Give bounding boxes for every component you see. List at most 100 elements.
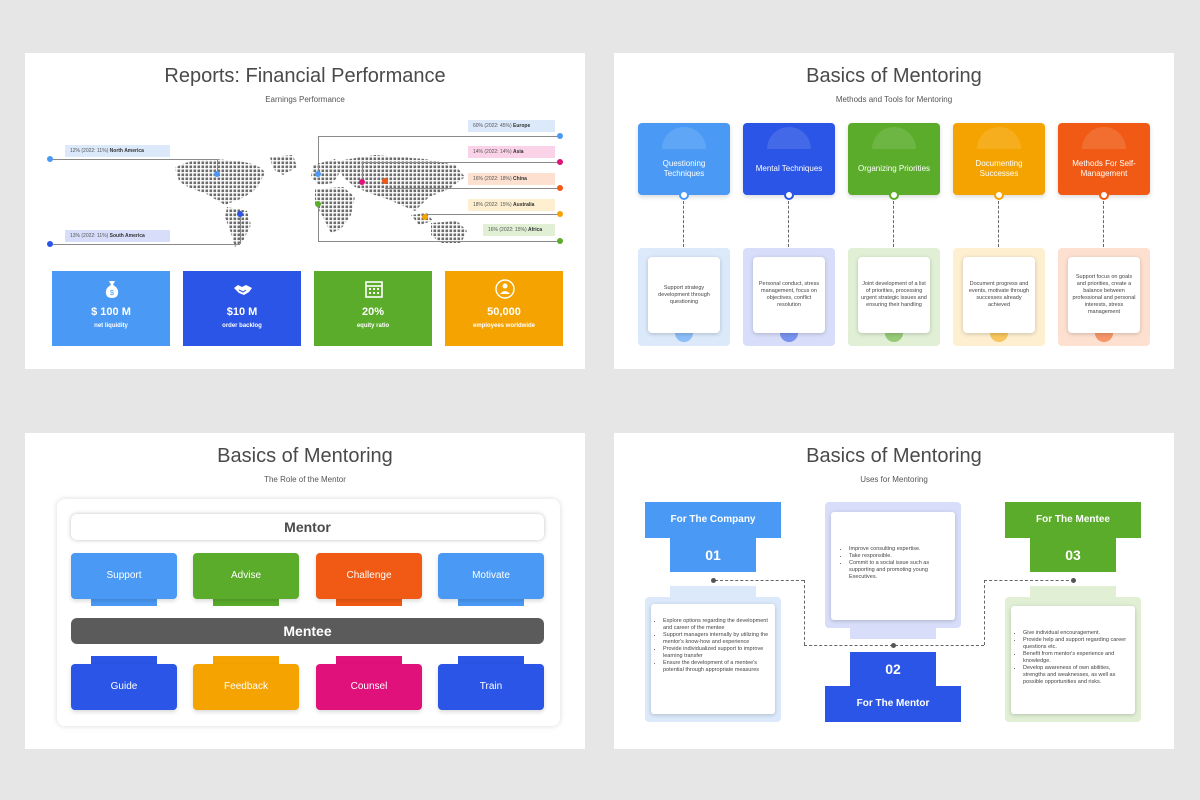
- bullet-item: Benefit from mentor's experience and kno…: [1023, 651, 1131, 665]
- role-tile-train: Train: [438, 664, 544, 710]
- region-dot: [557, 159, 563, 165]
- company-card: Explore options regarding the developmen…: [651, 604, 775, 714]
- kpi-value: 50,000: [487, 306, 521, 318]
- method-card-organizing: Organizing Priorities: [848, 123, 940, 195]
- mentee-card: Give individual encouragement. Provide h…: [1011, 606, 1135, 714]
- connector-line: [50, 244, 240, 245]
- region-dot: [557, 133, 563, 139]
- region-dot: [47, 156, 53, 162]
- bullet-item: Give individual encouragement.: [1023, 630, 1131, 637]
- kpi-label: employees worldwide: [472, 323, 536, 329]
- method-description: Support focus on goals and priorities, c…: [1068, 257, 1140, 333]
- bullet-item: Support managers internally by utilizing…: [663, 632, 771, 646]
- kpi-value: $ 100 M: [91, 306, 131, 318]
- card-tab: [1030, 586, 1116, 598]
- connector-knob: [784, 190, 794, 200]
- tile-tab: [336, 656, 402, 664]
- company-heading: For The Company: [645, 502, 781, 538]
- region-dot: [382, 178, 388, 184]
- dashed-connector: [715, 580, 804, 581]
- region-dot: [359, 179, 365, 185]
- bullet-item: Provide individualized support to improv…: [663, 646, 771, 660]
- tile-tab: [336, 598, 402, 606]
- dashed-connector: [1103, 201, 1104, 247]
- dashed-connector: [788, 201, 789, 247]
- half-circle: [990, 333, 1008, 342]
- connector-dot: [1071, 578, 1076, 583]
- region-label-australia: 18% (2022: 15%) Australia: [468, 199, 555, 211]
- connector-line: [385, 188, 560, 189]
- method-description: Support strategy development through que…: [648, 257, 720, 333]
- role-tile-guide: Guide: [71, 664, 177, 710]
- connector-knob: [1099, 190, 1109, 200]
- connector-line: [318, 136, 560, 137]
- slide-subtitle: Methods and Tools for Mentoring: [835, 95, 953, 104]
- slide-title: Reports: Financial Performance: [164, 65, 446, 87]
- card-arc: [767, 127, 811, 149]
- method-description: Document progress and events, motivate t…: [963, 257, 1035, 333]
- region-dot: [214, 171, 220, 177]
- people-icon: [495, 279, 515, 299]
- region-label-africa: 16% (2022: 15%) Africa: [483, 224, 555, 236]
- connector-line: [318, 205, 319, 241]
- connector-line: [50, 159, 217, 160]
- role-tile-advise: Advise: [193, 553, 299, 599]
- slide-uses-for-mentoring: Basics of Mentoring Uses for Mentoring F…: [614, 433, 1174, 749]
- dashed-connector: [683, 201, 684, 247]
- connector-line: [362, 162, 560, 163]
- tile-tab: [213, 598, 279, 606]
- region-dot: [315, 171, 321, 177]
- kpi-label: equity ratio: [356, 323, 390, 329]
- card-arc: [872, 127, 916, 149]
- kpi-card-equity-ratio: 20% equity ratio: [314, 271, 432, 346]
- dashed-connector: [804, 580, 805, 645]
- handshake-icon: [234, 285, 252, 295]
- mentee-heading: For The Mentee: [1005, 502, 1141, 538]
- mentor-heading: For The Mentor: [825, 686, 961, 722]
- company-number: 01: [670, 538, 756, 572]
- mentor-number: 02: [850, 652, 936, 686]
- slide-title: Basics of Mentoring: [806, 445, 982, 467]
- dashed-connector: [984, 580, 1074, 581]
- connector-line: [318, 136, 319, 174]
- connector-line: [425, 214, 560, 215]
- svg-text:$: $: [110, 290, 114, 297]
- region-dot: [315, 201, 321, 207]
- method-heading: Mental Techniques: [755, 164, 823, 173]
- slide-title: Basics of Mentoring: [217, 445, 393, 467]
- region-dot: [47, 241, 53, 247]
- method-description: Personal conduct, stress management, foc…: [753, 257, 825, 333]
- connector-dot: [711, 578, 716, 583]
- mentor-card: Improve consulting expertise. Take respo…: [831, 512, 955, 620]
- tile-tab: [91, 598, 157, 606]
- connector-line: [318, 241, 560, 242]
- region-label-south-america: 13% (2022: 11%) South America: [65, 230, 170, 242]
- slide-subtitle: Earnings Performance: [265, 95, 345, 104]
- dashed-connector: [984, 580, 985, 645]
- kpi-value: $10 M: [226, 306, 258, 318]
- bullet-item: Provide help and support regarding caree…: [1023, 637, 1131, 651]
- bullet-item: Ensure the development of a mentee's pot…: [663, 660, 771, 674]
- mentee-bar: Mentee: [71, 618, 544, 644]
- bullet-item: Commit to a social issue such as support…: [849, 560, 951, 581]
- connector-line: [240, 214, 241, 244]
- half-circle: [885, 333, 903, 342]
- connector-knob: [679, 190, 689, 200]
- connector-line: [217, 159, 218, 174]
- connector-knob: [889, 190, 899, 200]
- role-tile-challenge: Challenge: [316, 553, 422, 599]
- region-dot: [557, 185, 563, 191]
- method-heading: Organizing Priorities: [857, 164, 931, 173]
- money-bag-icon: $: [105, 281, 119, 298]
- card-tab: [850, 627, 936, 639]
- method-heading: Questioning Techniques: [662, 159, 706, 178]
- region-dot: [237, 211, 243, 217]
- region-label-europe: 60% (2022: 45%) Europe: [468, 120, 555, 132]
- connector-line: [362, 162, 363, 181]
- region-label-asia: 14% (2022: 14%) Asia: [468, 146, 555, 158]
- region-dot: [422, 214, 428, 220]
- kpi-label: net liquidity: [94, 323, 128, 329]
- bullet-item: Develop awareness of own abilities, stre…: [1023, 665, 1131, 686]
- kpi-card-order-backlog: $10 M order backlog: [183, 271, 301, 346]
- role-tile-feedback: Feedback: [193, 664, 299, 710]
